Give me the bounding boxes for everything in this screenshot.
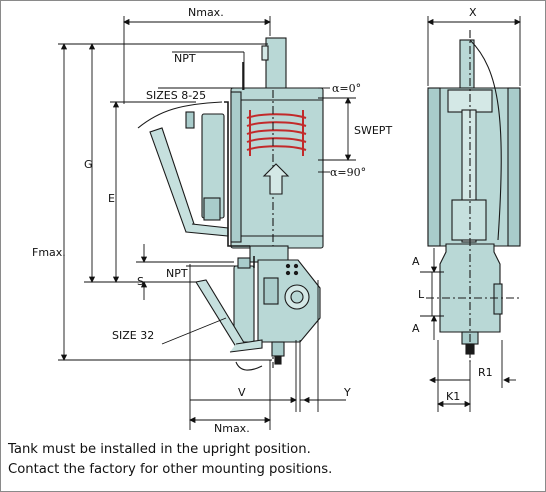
label-e: E — [108, 192, 115, 205]
note-line-2: Contact the factory for other mounting p… — [8, 462, 333, 477]
label-n-max-top: Nmax. — [188, 6, 224, 19]
label-r1: R1 — [478, 366, 493, 379]
front-view — [426, 30, 521, 362]
label-f-max: Fmax. — [32, 246, 66, 259]
label-alpha-90: α=90° — [330, 166, 366, 179]
installation-note: Tank must be installed in the upright po… — [8, 440, 538, 480]
note-line-1: Tank must be installed in the upright po… — [8, 442, 311, 457]
upper-strap — [230, 91, 242, 243]
label-k1: K1 — [446, 390, 460, 403]
flow-arrow — [262, 163, 290, 195]
label-v: V — [238, 386, 246, 399]
dimension-labels: Nmax. X NPT α=0° SIZES 8-25 SWEPT α=90° … — [32, 6, 493, 435]
label-npt-bottom: NPT — [166, 267, 188, 280]
label-size-32: SIZE 32 — [112, 329, 154, 342]
front-shaft — [459, 39, 475, 89]
label-sizes-8-25: SIZES 8-25 — [146, 89, 206, 102]
swing-arm-upper — [149, 127, 197, 233]
drain-valve — [271, 341, 285, 357]
label-swept: SWEPT — [354, 124, 392, 137]
side-view — [137, 37, 324, 371]
top-shaft — [265, 37, 287, 91]
label-y: Y — [343, 386, 351, 399]
label-n-max-bottom: Nmax. — [214, 422, 250, 435]
label-g: G — [84, 158, 93, 171]
dimension-lines — [58, 16, 521, 430]
label-l: L — [418, 288, 425, 301]
label-npt-top: NPT — [174, 52, 196, 65]
label-x: X — [469, 6, 477, 19]
shaft-fitting — [261, 45, 269, 61]
label-a-bottom: A — [412, 322, 420, 335]
label-a-top: A — [412, 255, 420, 268]
heating-coil — [246, 110, 307, 156]
label-alpha-0: α=0° — [332, 82, 361, 95]
label-s: S — [137, 275, 144, 288]
